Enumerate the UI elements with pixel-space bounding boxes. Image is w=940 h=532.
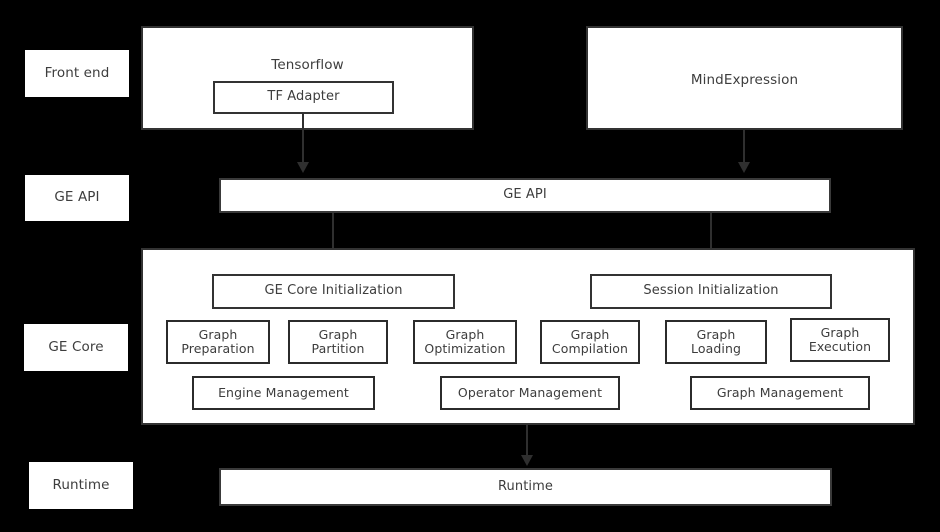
ge-core-initialization-box: GE Core Initialization (212, 274, 455, 309)
connector-ge-core-to-runtime-arrow (521, 455, 533, 466)
engine-management-box: Engine Management (192, 376, 375, 410)
operator-management-label: Operator Management (457, 384, 603, 400)
layer-label-runtime: Runtime (29, 462, 133, 509)
session-initialization-box: Session Initialization (590, 274, 832, 309)
connector-tf-adapter-to-ge-api-arrow (297, 162, 309, 173)
graph-loading-label: Graph Loading (690, 326, 742, 356)
tf-adapter-label: TF Adapter (267, 89, 340, 105)
graph-optimization-label: Graph Optimization (424, 326, 506, 356)
framework-tensorflow: Tensorflow (141, 26, 474, 130)
connector-tf-adapter-to-ge-api-line (302, 113, 304, 165)
graph-preparation-box: Graph Preparation (166, 320, 270, 364)
graph-loading-box: Graph Loading (665, 320, 767, 364)
graph-optimization-box: Graph Optimization (413, 320, 517, 364)
graph-partition-label: Graph Partition (311, 326, 365, 356)
graph-compilation-box: Graph Compilation (540, 320, 640, 364)
tf-adapter-box: TF Adapter (213, 81, 394, 114)
connector-mindexpression-to-ge-api-arrow (738, 162, 750, 173)
framework-mindexpression: MindExpression (586, 26, 903, 130)
graph-execution-label: Graph Execution (808, 324, 872, 354)
connector-ge-api-to-session-init-line (710, 213, 712, 261)
layer-label-front-end: Front end (25, 50, 129, 97)
layer-label-ge-core: GE Core (24, 324, 128, 371)
framework-tensorflow-label: Tensorflow (271, 57, 344, 73)
layer-label-ge-api: GE API (25, 175, 129, 221)
ge-core-initialization-label: GE Core Initialization (264, 283, 403, 299)
graph-partition-box: Graph Partition (288, 320, 388, 364)
framework-mindexpression-label: MindExpression (690, 72, 799, 88)
session-initialization-label: Session Initialization (643, 283, 779, 299)
connector-ge-core-to-runtime-line (526, 425, 528, 458)
runtime-bar: Runtime (219, 468, 832, 506)
graph-execution-box: Graph Execution (790, 318, 890, 362)
graph-compilation-label: Graph Compilation (551, 326, 629, 356)
runtime-bar-label: Runtime (498, 478, 553, 494)
engine-management-label: Engine Management (218, 384, 349, 400)
graph-management-label: Graph Management (716, 384, 844, 400)
graph-management-box: Graph Management (690, 376, 870, 410)
operator-management-box: Operator Management (440, 376, 620, 410)
ge-api-bar-label: GE API (503, 187, 547, 203)
connector-mindexpression-to-ge-api-line (743, 130, 745, 165)
ge-api-bar: GE API (219, 178, 831, 213)
graph-preparation-label: Graph Preparation (181, 326, 255, 356)
connector-ge-api-to-ge-core-init-line (332, 213, 334, 261)
